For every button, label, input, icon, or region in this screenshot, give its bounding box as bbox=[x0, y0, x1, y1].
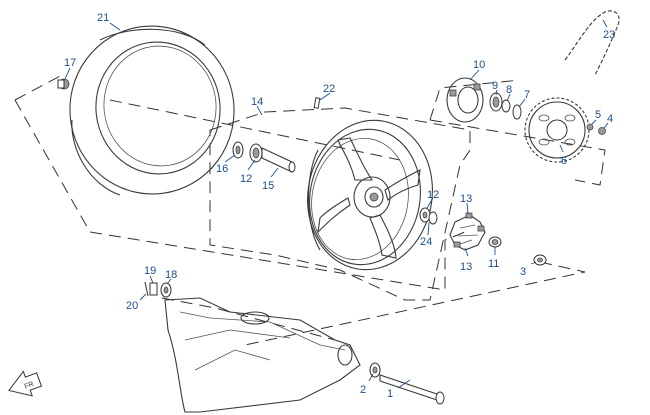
left-hub-parts bbox=[232, 141, 296, 173]
callout-16: 16 bbox=[216, 163, 228, 175]
rear-wheel-rim bbox=[307, 119, 433, 271]
callout-labels: 1 2 3 4 5 6 7 8 9 10 11 12 12 13 13 14 1… bbox=[64, 12, 615, 400]
callout-19: 19 bbox=[144, 265, 156, 277]
callout-5: 5 bbox=[595, 109, 601, 121]
rear-sprocket bbox=[524, 97, 606, 163]
callout-18: 18 bbox=[165, 269, 177, 281]
sprocket-nut bbox=[488, 236, 502, 248]
chain-adjuster bbox=[144, 281, 172, 298]
callout-9: 9 bbox=[492, 80, 498, 92]
sprocket-carrier bbox=[446, 77, 522, 123]
rear-tire bbox=[69, 25, 235, 196]
callout-21: 21 bbox=[97, 12, 109, 24]
callout-8: 8 bbox=[506, 84, 512, 96]
rear-axle bbox=[369, 254, 547, 405]
callout-12b: 12 bbox=[427, 189, 439, 201]
callout-20: 20 bbox=[126, 300, 138, 312]
callout-7: 7 bbox=[524, 89, 530, 101]
callout-4: 4 bbox=[607, 113, 613, 125]
callout-12a: 12 bbox=[240, 173, 252, 185]
damper-rubbers bbox=[449, 212, 486, 251]
tire-valve bbox=[313, 97, 321, 109]
callout-24: 24 bbox=[420, 236, 432, 248]
callout-6: 6 bbox=[561, 155, 567, 167]
callout-3: 3 bbox=[520, 266, 526, 278]
drive-chain bbox=[564, 10, 620, 76]
callout-leaders bbox=[64, 19, 609, 389]
callout-2: 2 bbox=[360, 384, 366, 396]
right-hub-parts bbox=[419, 207, 438, 225]
callout-17: 17 bbox=[64, 57, 76, 69]
swingarm bbox=[164, 297, 361, 413]
callout-13a: 13 bbox=[460, 193, 472, 205]
callout-10: 10 bbox=[473, 59, 485, 71]
callout-1: 1 bbox=[387, 388, 393, 400]
callout-14: 14 bbox=[251, 96, 263, 108]
front-direction-arrow: FR bbox=[8, 370, 43, 397]
callout-23: 23 bbox=[603, 29, 615, 41]
callout-22: 22 bbox=[323, 83, 335, 95]
front-arrow-label: FR bbox=[24, 381, 35, 391]
callout-13b: 13 bbox=[460, 261, 472, 273]
assembly-group-lines bbox=[14, 74, 606, 346]
valve-cap bbox=[57, 78, 70, 90]
callout-11: 11 bbox=[488, 258, 499, 270]
callout-15: 15 bbox=[262, 180, 274, 192]
